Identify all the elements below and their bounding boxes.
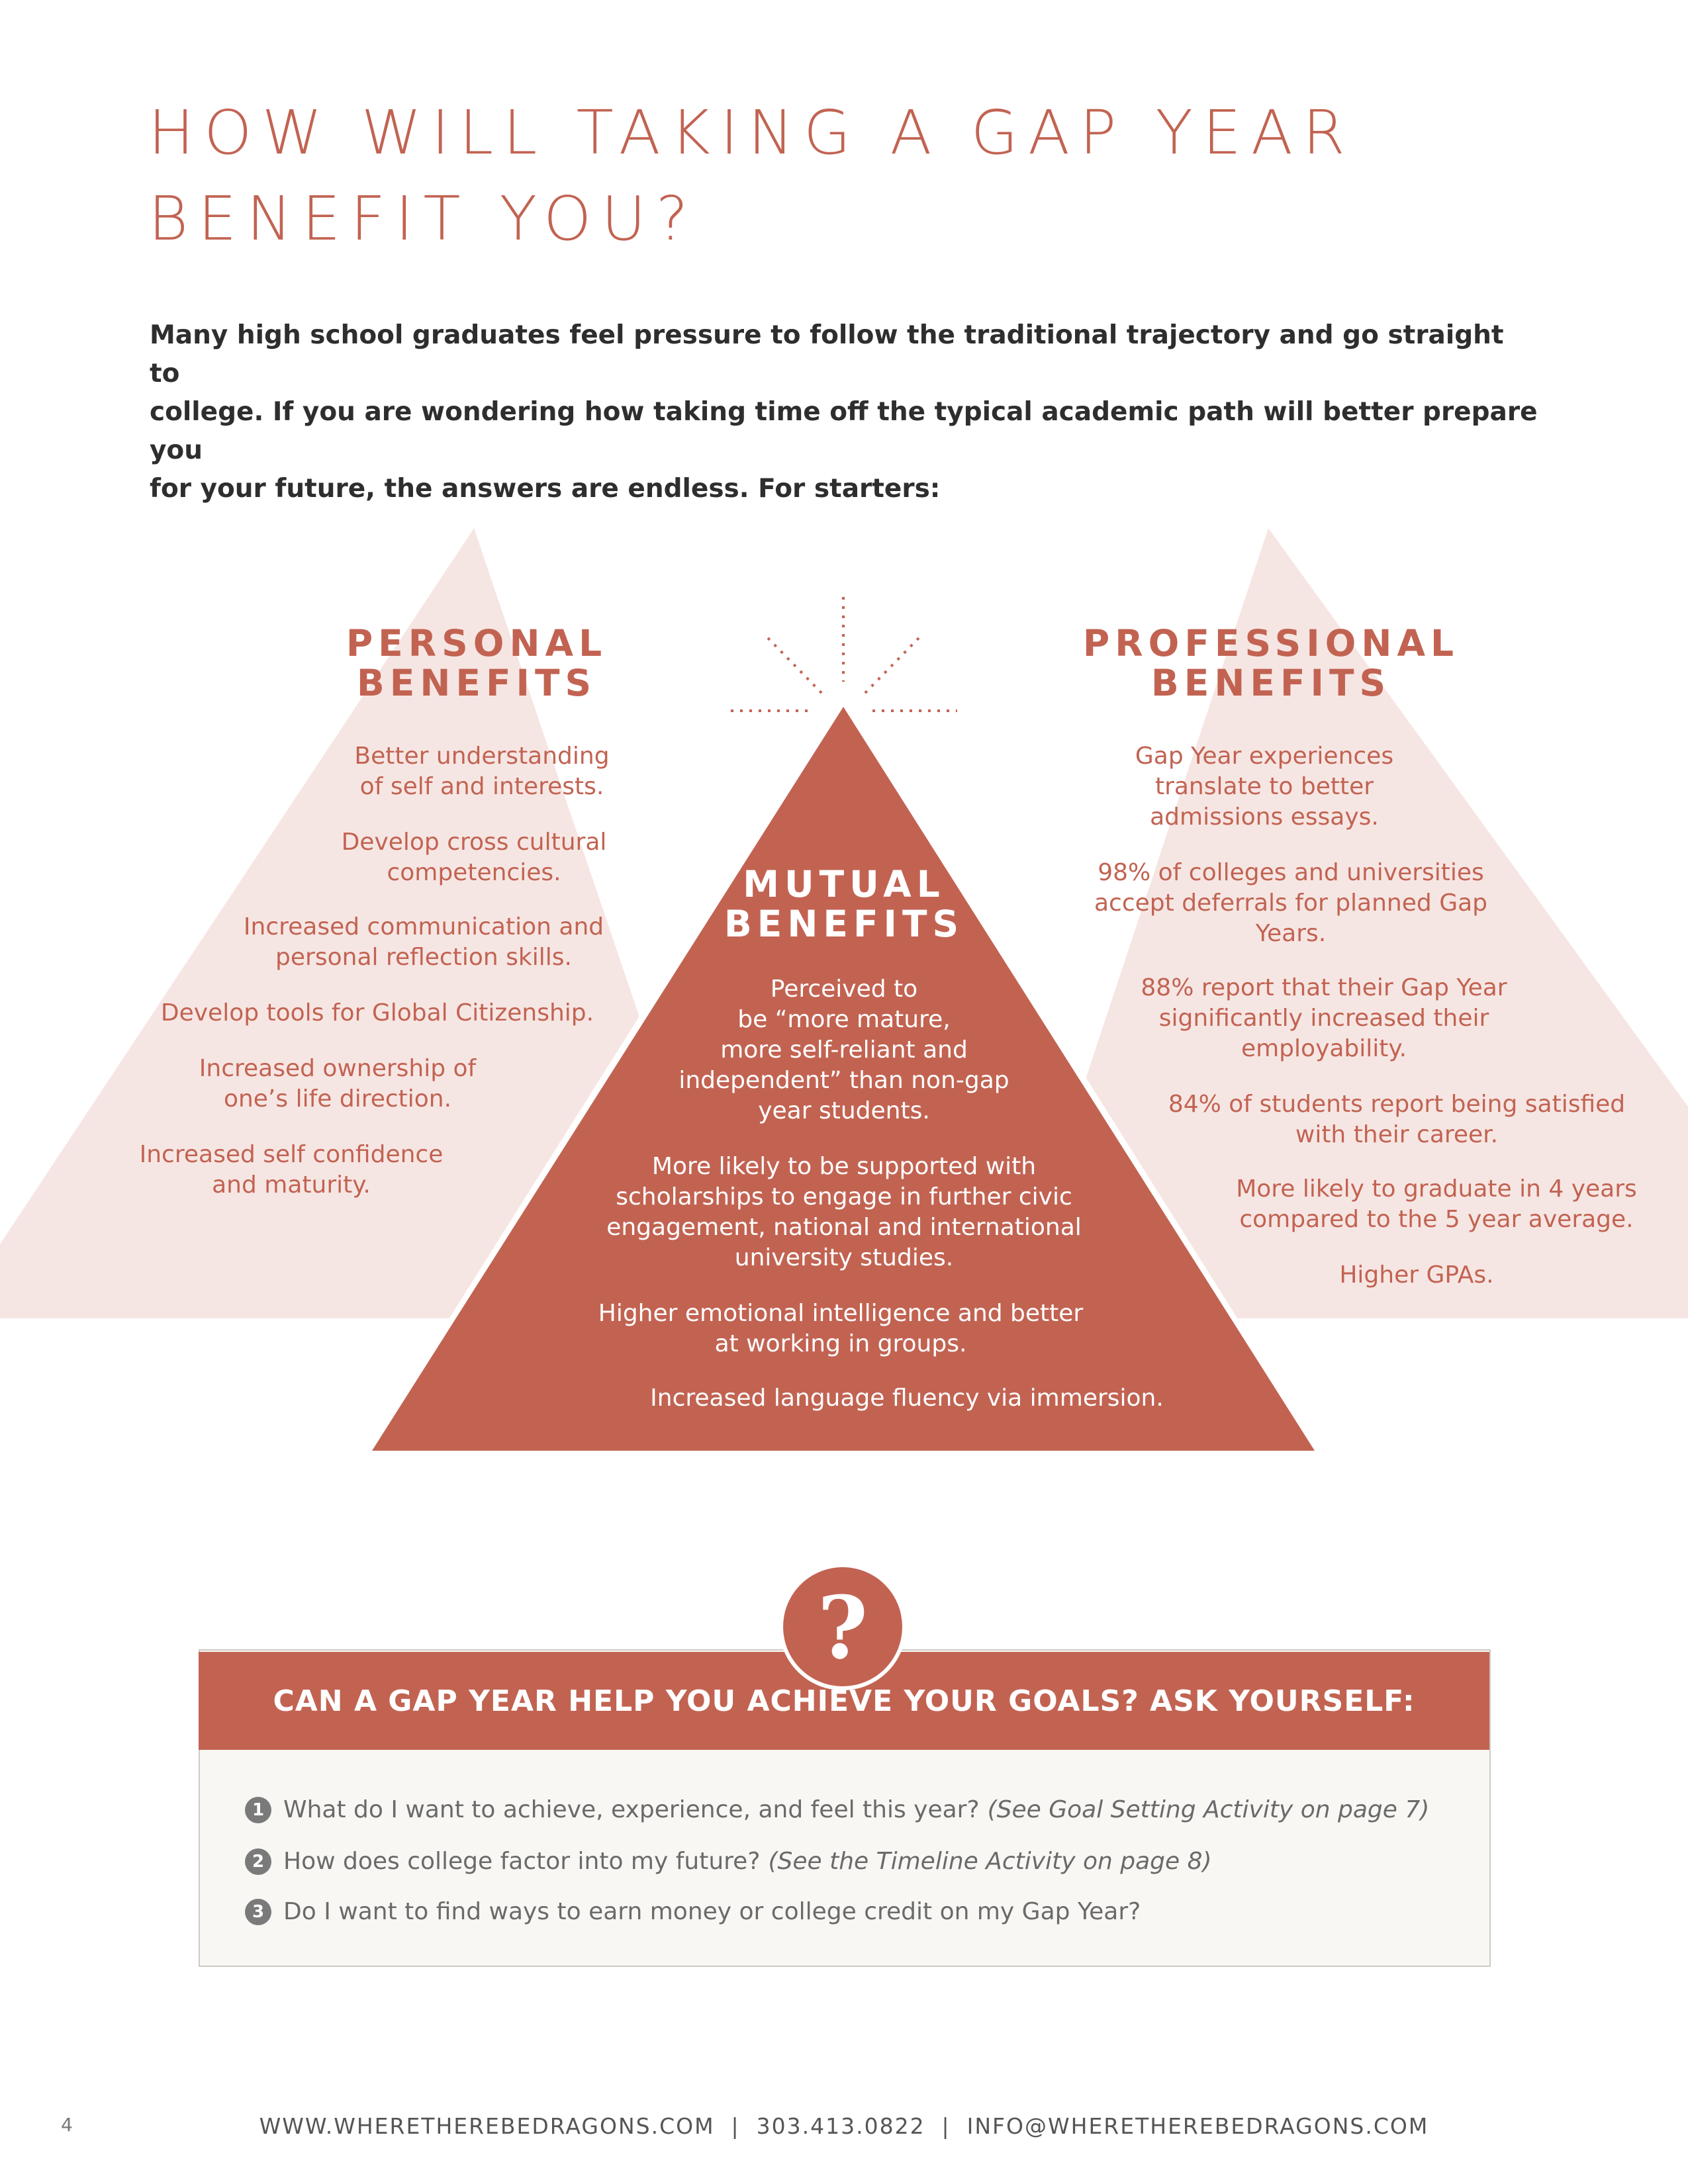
- professional-benefit-item: 98% of colleges and universities accept …: [1059, 858, 1523, 949]
- item-line: one’s life direction.: [223, 1085, 452, 1113]
- professional-benefit-item: Higher GPAs.: [1311, 1260, 1523, 1291]
- item-line: Increased self confidence: [139, 1141, 444, 1168]
- item-line: Develop cross cultural: [341, 829, 607, 856]
- personal-benefits-heading: PERSONAL BENEFITS: [318, 623, 635, 703]
- question-item: 2 How does college factor into my future…: [245, 1848, 1212, 1875]
- footer-contact: WWW.WHERETHEREBEDRAGONS.COM | 303.413.08…: [0, 2113, 1688, 2139]
- item-line: be “more mature,: [737, 1006, 951, 1033]
- item-line: Higher emotional intelligence and better: [598, 1300, 1084, 1327]
- professional-triangle: [1006, 528, 1688, 1318]
- question-text: How does college factor into my future?: [283, 1848, 761, 1875]
- professional-benefit-item: More likely to graduate in 4 years compa…: [1218, 1174, 1655, 1235]
- personal-benefit-item: Better understanding of self and interes…: [316, 741, 647, 802]
- item-line: Perceived to: [770, 976, 918, 1003]
- heading-line: BENEFITS: [724, 903, 964, 945]
- mutual-benefit-item: More likely to be supported with scholar…: [589, 1152, 1099, 1273]
- question-number-badge: 2: [245, 1848, 271, 1875]
- heading-line: BENEFITS: [356, 662, 597, 704]
- item-line: 88% report that their Gap Year: [1141, 974, 1507, 1001]
- question-note: (See Goal Setting Activity on page 7): [987, 1796, 1430, 1823]
- professional-benefits-heading: PROFESSIONAL BENEFITS: [1059, 623, 1483, 703]
- item-line: of self and interests.: [359, 773, 604, 800]
- item-line: admissions essays.: [1150, 803, 1379, 831]
- intro-line: college. If you are wondering how taking…: [150, 397, 1538, 465]
- item-line: Gap Year experiences: [1135, 743, 1394, 770]
- item-line: Increased language fluency via immersion…: [650, 1385, 1164, 1412]
- professional-benefit-item: 88% report that their Gap Year significa…: [1112, 973, 1536, 1064]
- item-line: More likely to be supported with: [651, 1153, 1037, 1180]
- heading-line: MUTUAL: [743, 863, 945, 905]
- item-line: competencies.: [387, 859, 561, 886]
- item-line: Develop tools for Global Citizenship.: [160, 999, 594, 1026]
- question-mark-icon: ?: [783, 1567, 902, 1686]
- mutual-triangle: [372, 707, 1315, 1451]
- personal-triangle: [0, 528, 741, 1318]
- intro-line: Many high school graduates feel pressure…: [150, 320, 1504, 388]
- item-line: 98% of colleges and universities: [1098, 859, 1484, 886]
- item-line: year students.: [758, 1097, 930, 1124]
- mutual-benefits-heading: MUTUAL BENEFITS: [662, 864, 1026, 944]
- item-line: 84% of students report being satisfied: [1168, 1091, 1626, 1118]
- intro-paragraph: Many high school graduates feel pressure…: [150, 316, 1540, 508]
- item-line: independent” than non-gap: [679, 1067, 1009, 1094]
- question-item: 3 Do I want to find ways to earn money o…: [245, 1898, 1141, 1925]
- item-line: Increased ownership of: [199, 1055, 477, 1082]
- question-item: 1 What do I want to achieve, experience,…: [245, 1796, 1429, 1823]
- item-line: at working in groups.: [714, 1330, 967, 1357]
- item-line: scholarships to engage in further civic: [616, 1183, 1072, 1210]
- heading-line: PROFESSIONAL: [1082, 622, 1460, 664]
- item-line: More likely to graduate in 4 years: [1236, 1175, 1637, 1203]
- page-title-line: HOW WILL TAKING A GAP YEAR: [148, 97, 1355, 168]
- mutual-benefit-item: Increased language fluency via immersion…: [622, 1383, 1192, 1414]
- item-line: personal reflection skills.: [275, 944, 572, 971]
- item-line: employability.: [1241, 1035, 1407, 1062]
- page-title-line: BENEFIT YOU?: [148, 183, 698, 254]
- question-banner-text: CAN A GAP YEAR HELP YOU ACHIEVE YOUR GOA…: [273, 1684, 1415, 1718]
- item-line: translate to better: [1154, 773, 1374, 800]
- personal-benefit-item: Increased ownership of one’s life direct…: [185, 1054, 490, 1115]
- question-note: (See the Timeline Activity on page 8): [768, 1848, 1212, 1875]
- mutual-benefit-item: Perceived to be “more mature, more self-…: [622, 974, 1066, 1126]
- item-line: more self-reliant and: [720, 1036, 968, 1064]
- professional-benefit-item: Gap Year experiences translate to better…: [1079, 741, 1450, 833]
- item-line: Increased communication and: [243, 913, 604, 940]
- question-text: Do I want to find ways to earn money or …: [283, 1898, 1141, 1925]
- question-mark-glyph: ?: [817, 1577, 868, 1678]
- item-line: Better understanding: [354, 743, 610, 770]
- personal-benefit-item: Increased self confidence and maturity.: [119, 1140, 463, 1201]
- intro-line: for your future, the answers are endless…: [150, 474, 941, 504]
- question-number-badge: 1: [245, 1796, 271, 1823]
- heading-line: PERSONAL: [346, 622, 608, 664]
- item-line: compared to the 5 year average.: [1239, 1206, 1634, 1233]
- personal-benefit-item: Develop cross cultural competencies.: [308, 827, 639, 888]
- item-line: engagement, national and international: [606, 1214, 1082, 1241]
- page-number: 4: [61, 2114, 73, 2136]
- item-line: university studies.: [734, 1244, 954, 1271]
- item-line: Years.: [1255, 920, 1327, 947]
- page-title: HOW WILL TAKING A GAP YEAR BENEFIT YOU?: [148, 90, 1538, 262]
- item-line: accept deferrals for planned Gap: [1094, 889, 1487, 917]
- personal-benefit-item: Develop tools for Global Citizenship.: [132, 998, 622, 1028]
- question-number-badge: 3: [245, 1898, 271, 1925]
- professional-benefit-item: 84% of students report being satisfied w…: [1139, 1089, 1655, 1150]
- item-line: and maturity.: [212, 1171, 371, 1199]
- personal-benefit-item: Increased communication and personal ref…: [225, 912, 622, 973]
- item-line: significantly increased their: [1158, 1005, 1489, 1032]
- item-line: Higher GPAs.: [1339, 1261, 1494, 1289]
- mutual-benefit-item: Higher emotional intelligence and better…: [576, 1298, 1105, 1359]
- item-line: with their career.: [1295, 1121, 1499, 1148]
- question-text: What do I want to achieve, experience, a…: [283, 1796, 980, 1823]
- footer-contact-text: WWW.WHERETHEREBEDRAGONS.COM | 303.413.08…: [259, 2113, 1429, 2139]
- heading-line: BENEFITS: [1150, 662, 1391, 704]
